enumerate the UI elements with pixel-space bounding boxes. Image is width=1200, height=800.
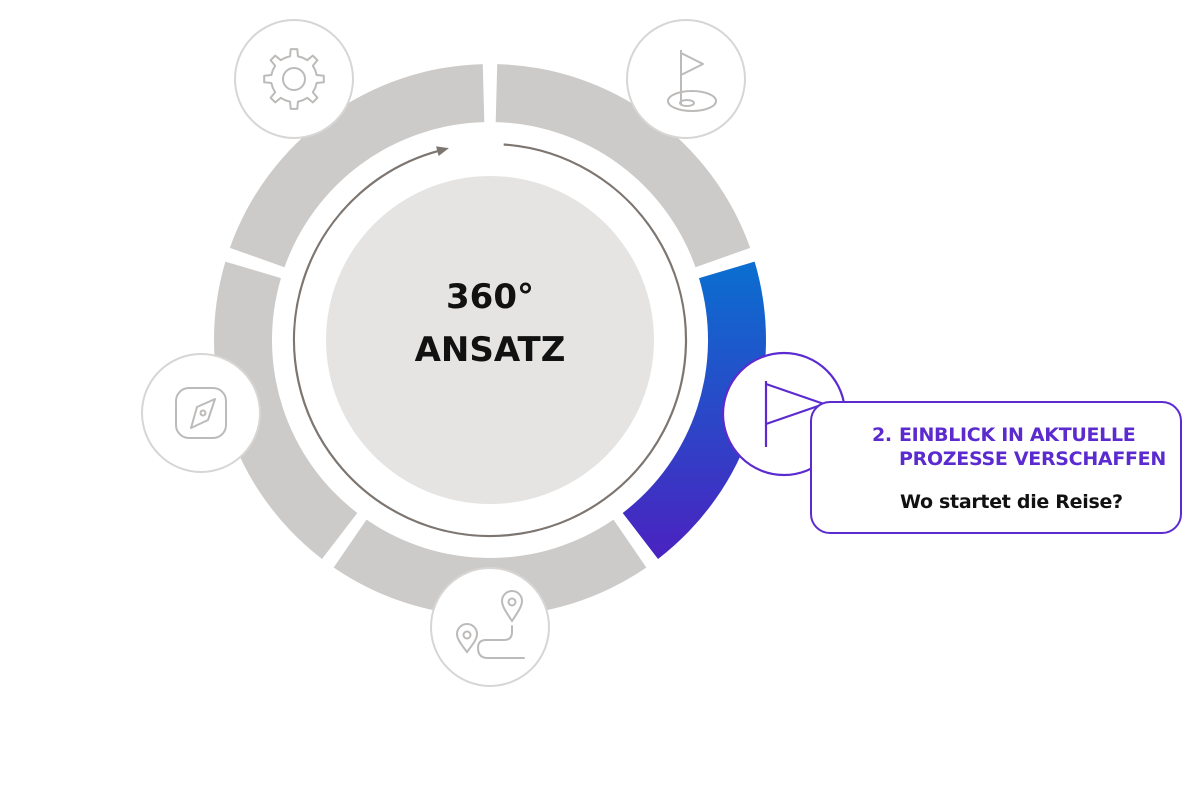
step-title-line1: EINBLICK IN AKTUELLE xyxy=(899,424,1136,446)
ring-segment-insight[interactable] xyxy=(622,261,766,559)
center-circle xyxy=(326,176,654,504)
ring-segment-orientation[interactable] xyxy=(213,261,358,559)
step-title-line2: PROZESSE VERSCHAFFEN xyxy=(899,448,1166,470)
ring-segment-settings[interactable] xyxy=(229,64,485,268)
step-title: 2. EINBLICK IN AKTUELLE PROZESSE VERSCHAF… xyxy=(872,423,1172,471)
compass-icon[interactable] xyxy=(141,353,261,473)
cycle-arrow xyxy=(292,143,688,538)
step-number: 2. xyxy=(872,424,892,446)
cycle-arrowhead xyxy=(436,146,449,157)
gear-icon[interactable] xyxy=(234,19,354,139)
step-subtitle: Wo startet die Reise? xyxy=(900,491,1123,513)
step-callout[interactable]: 2. EINBLICK IN AKTUELLE PROZESSE VERSCHAF… xyxy=(810,401,1182,534)
center-title-line2: ANSATZ xyxy=(415,330,566,370)
center-title-line1: 360° xyxy=(446,277,534,317)
route-pins-icon[interactable] xyxy=(430,567,550,687)
golf-flag-icon[interactable] xyxy=(626,19,746,139)
ring xyxy=(213,64,766,616)
ring-segment-goal[interactable] xyxy=(495,64,751,268)
